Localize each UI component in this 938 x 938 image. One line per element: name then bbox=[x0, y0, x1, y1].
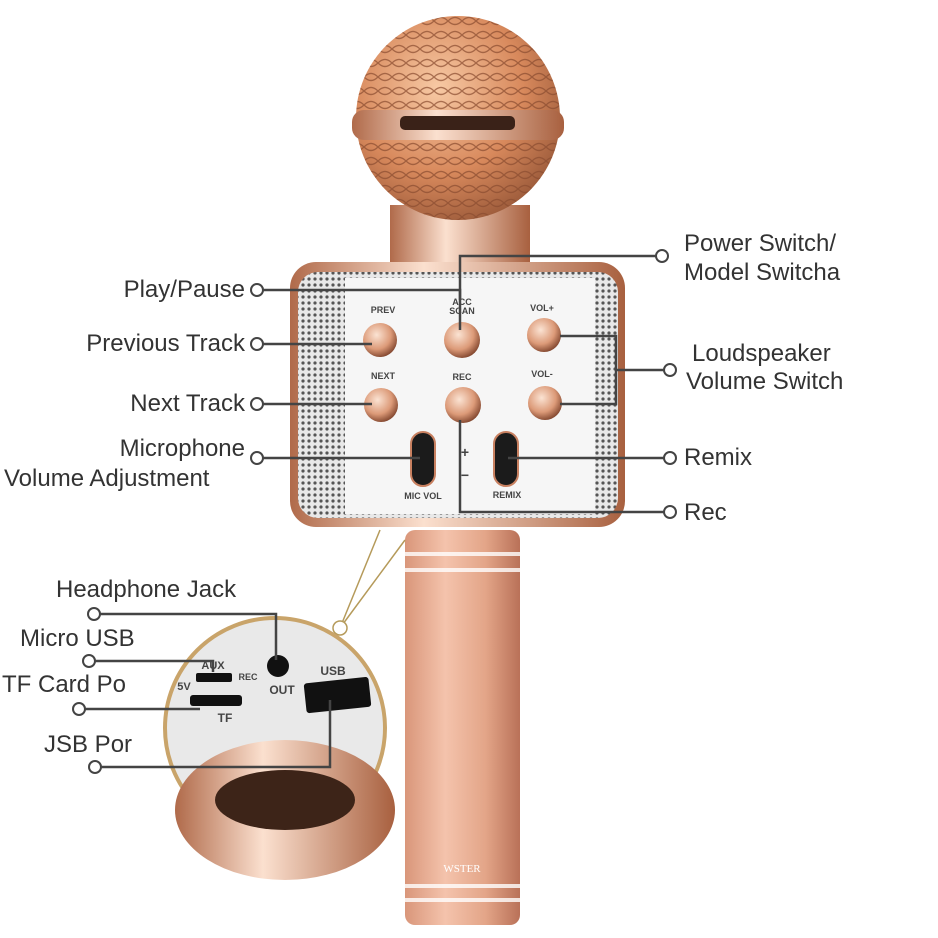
label-usb-port: JSB Por bbox=[44, 731, 133, 758]
svg-text:REC: REC bbox=[238, 672, 258, 682]
label-previous-track: Previous Track bbox=[86, 330, 245, 357]
label-headphone-jack: Headphone Jack bbox=[56, 576, 237, 603]
svg-text:REMIX: REMIX bbox=[493, 490, 522, 500]
prev-button[interactable] bbox=[363, 323, 397, 357]
play-pause-button[interactable] bbox=[444, 322, 480, 358]
rec-button[interactable] bbox=[445, 387, 481, 423]
svg-text:VOL-: VOL- bbox=[531, 369, 553, 379]
label-micro-usb: Micro USB bbox=[20, 625, 135, 652]
svg-text:TF: TF bbox=[218, 711, 233, 725]
svg-text:SCAN: SCAN bbox=[449, 306, 475, 316]
label-remix: Remix bbox=[684, 444, 753, 471]
label-mic-volume-1: Microphone bbox=[119, 435, 245, 462]
svg-text:−: − bbox=[461, 467, 469, 483]
callout-lines bbox=[80, 254, 664, 769]
next-button[interactable] bbox=[364, 388, 398, 422]
label-loudspeaker-1: Loudspeaker bbox=[692, 340, 831, 367]
ports-inset: AUX 5V REC OUT USB TF bbox=[163, 529, 406, 880]
svg-text:5V: 5V bbox=[177, 681, 191, 693]
svg-text:NEXT: NEXT bbox=[371, 371, 396, 381]
control-panel: PREV ACC SCAN VOL+ NEXT REC VOL- + − MIC… bbox=[363, 297, 562, 501]
svg-text:+: + bbox=[461, 444, 469, 460]
svg-text:OUT: OUT bbox=[269, 683, 295, 697]
label-power-2: Model Switcha bbox=[684, 259, 841, 286]
label-play-pause: Play/Pause bbox=[123, 276, 245, 303]
vol-down-button[interactable] bbox=[528, 386, 562, 420]
handle: WSTER bbox=[405, 530, 520, 925]
label-power-1: Power Switch/ bbox=[684, 230, 837, 257]
label-mic-volume-2: Volume Adjustment bbox=[4, 465, 210, 492]
mic-head bbox=[352, 16, 564, 267]
svg-text:PREV: PREV bbox=[371, 305, 396, 315]
label-tf-card: TF Card Po bbox=[2, 671, 127, 698]
callout-dots bbox=[72, 249, 677, 774]
svg-text:VOL+: VOL+ bbox=[530, 303, 554, 313]
svg-text:REC: REC bbox=[452, 372, 472, 382]
label-rec: Rec bbox=[684, 499, 727, 526]
svg-text:ACC: ACC bbox=[452, 297, 472, 307]
svg-text:MIC VOL: MIC VOL bbox=[404, 491, 442, 501]
vol-up-button[interactable] bbox=[527, 318, 561, 352]
label-next-track: Next Track bbox=[130, 390, 245, 417]
svg-text:USB: USB bbox=[320, 664, 346, 678]
brand-logo: WSTER bbox=[443, 863, 481, 875]
label-loudspeaker-2: Volume Switch bbox=[686, 368, 844, 395]
